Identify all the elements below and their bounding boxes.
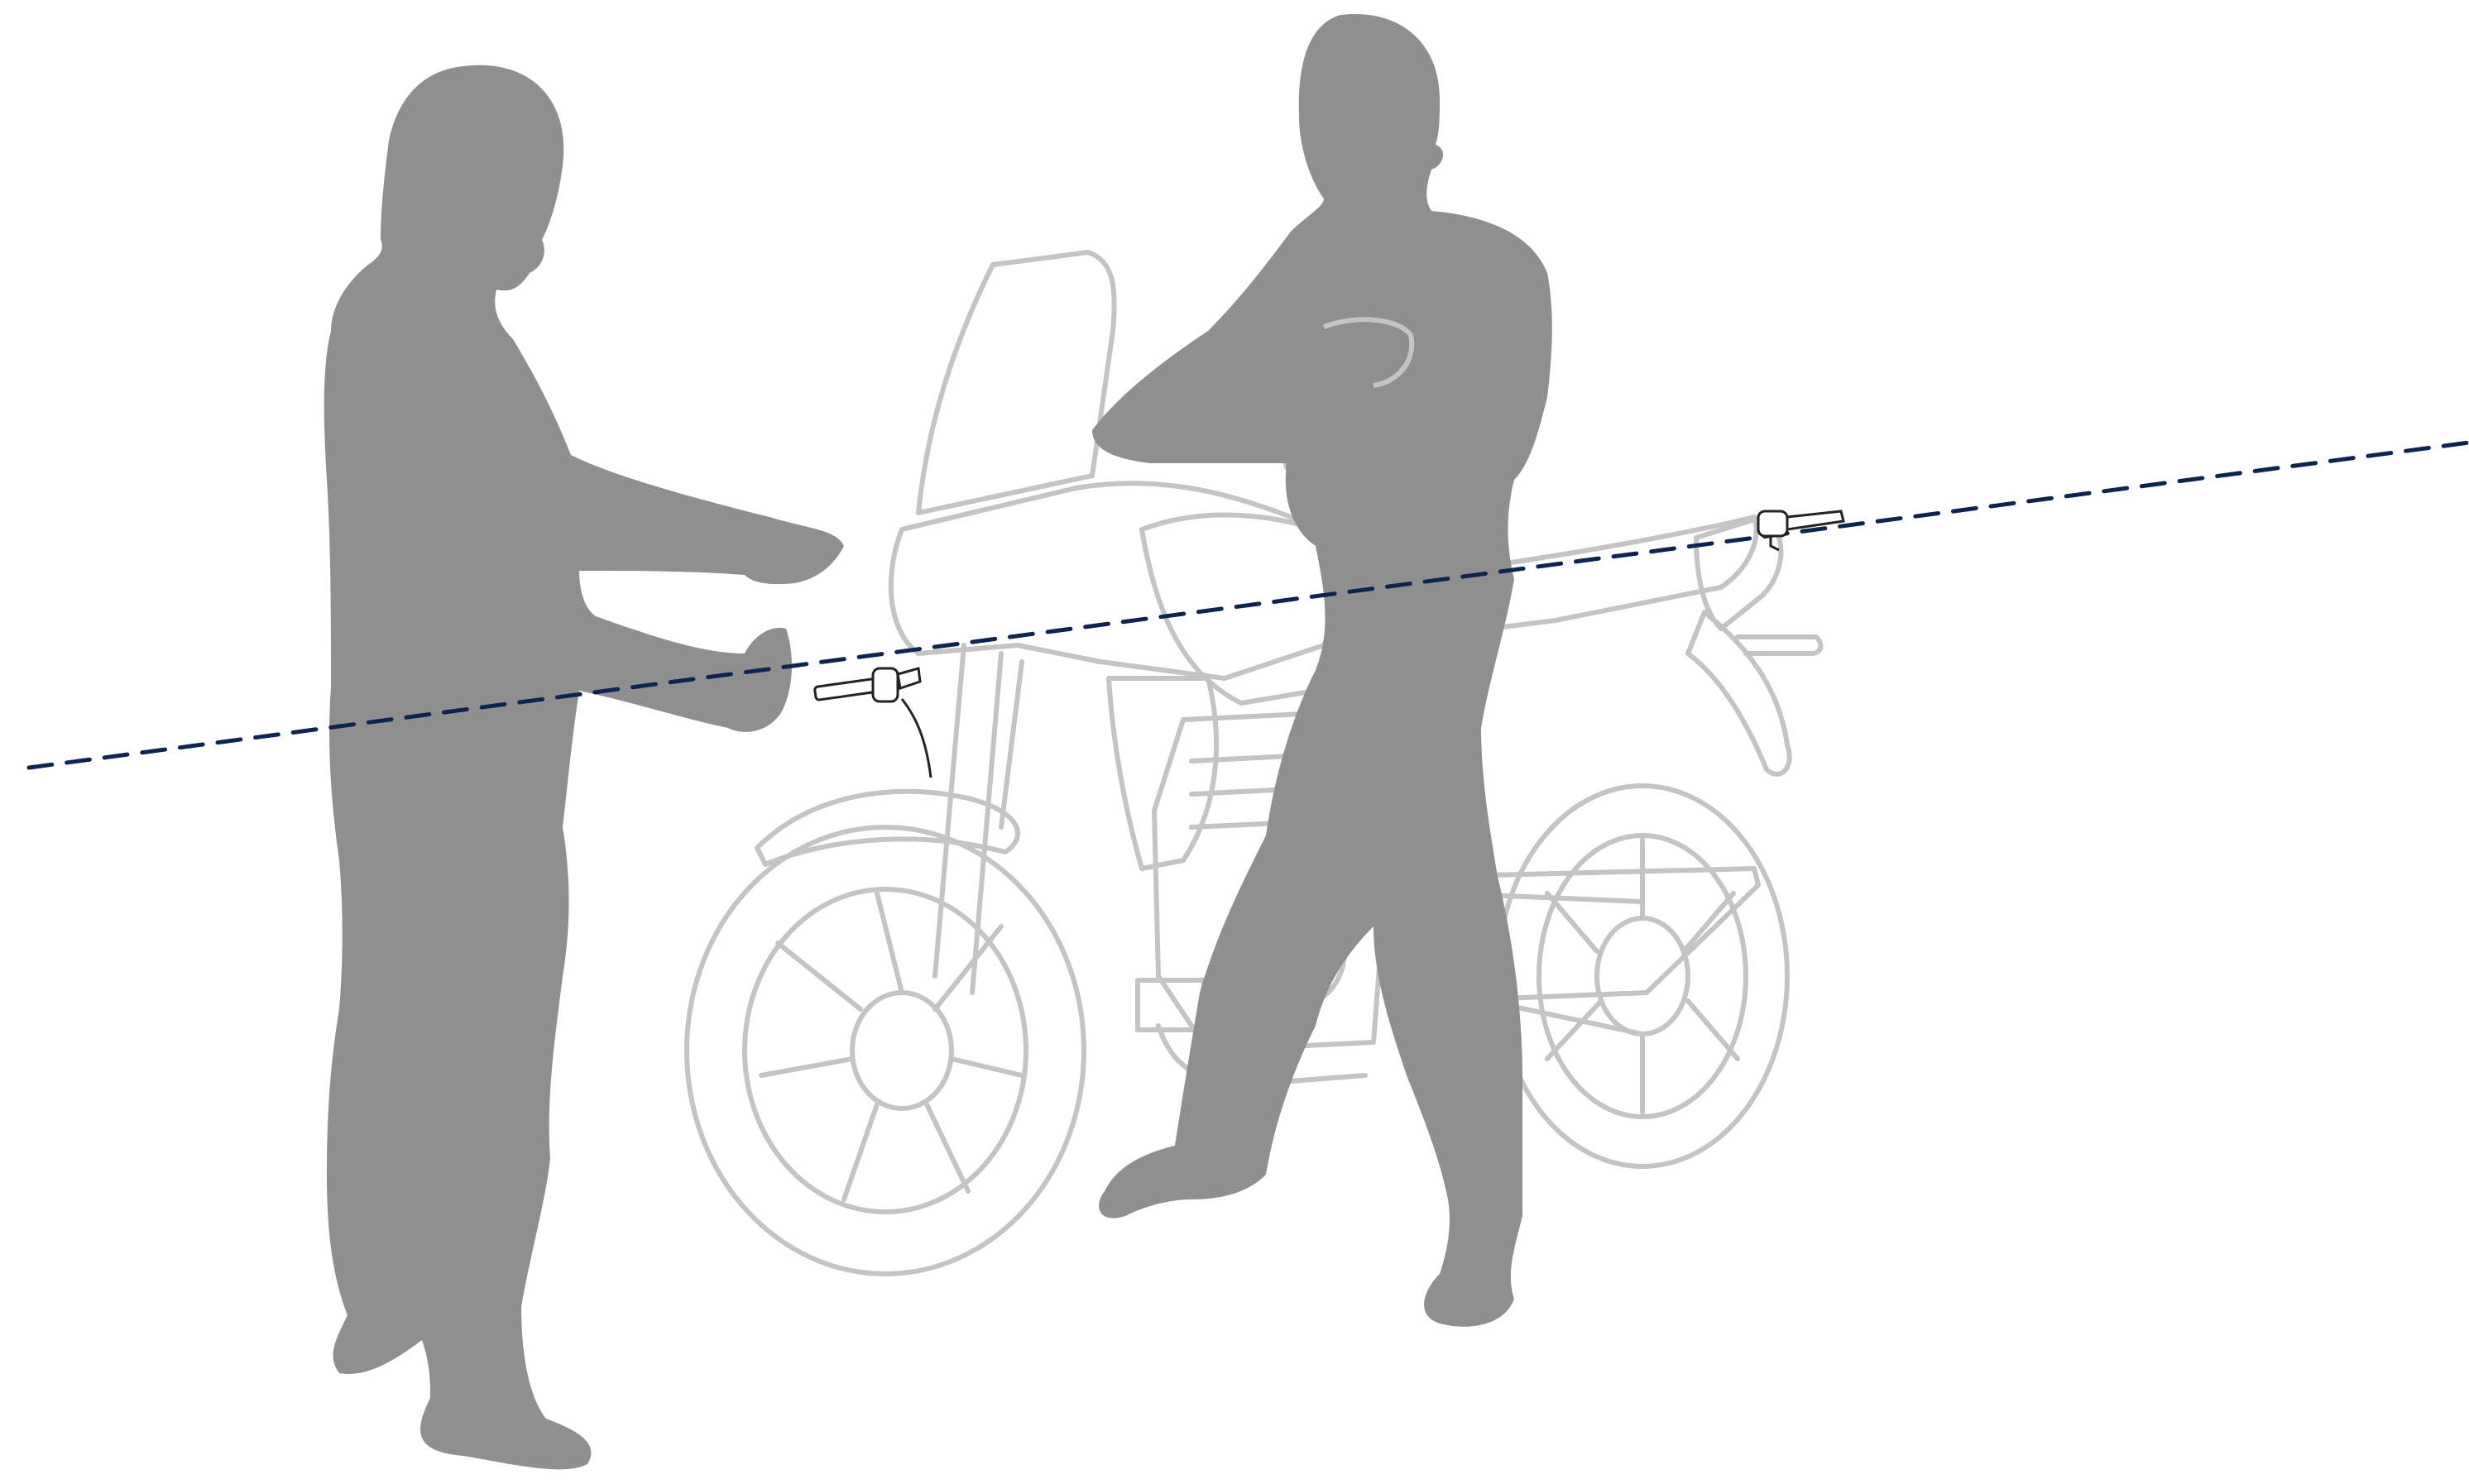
standing-person-silhouette (324, 65, 844, 1470)
rear-wheel (1498, 786, 1787, 1166)
windscreen (918, 252, 1115, 513)
front-laser-device (814, 668, 931, 778)
luggage-rack (1738, 637, 1820, 653)
side-panel (1109, 678, 1216, 869)
front-wheel (687, 827, 1084, 1274)
front-fairing (891, 483, 1338, 678)
